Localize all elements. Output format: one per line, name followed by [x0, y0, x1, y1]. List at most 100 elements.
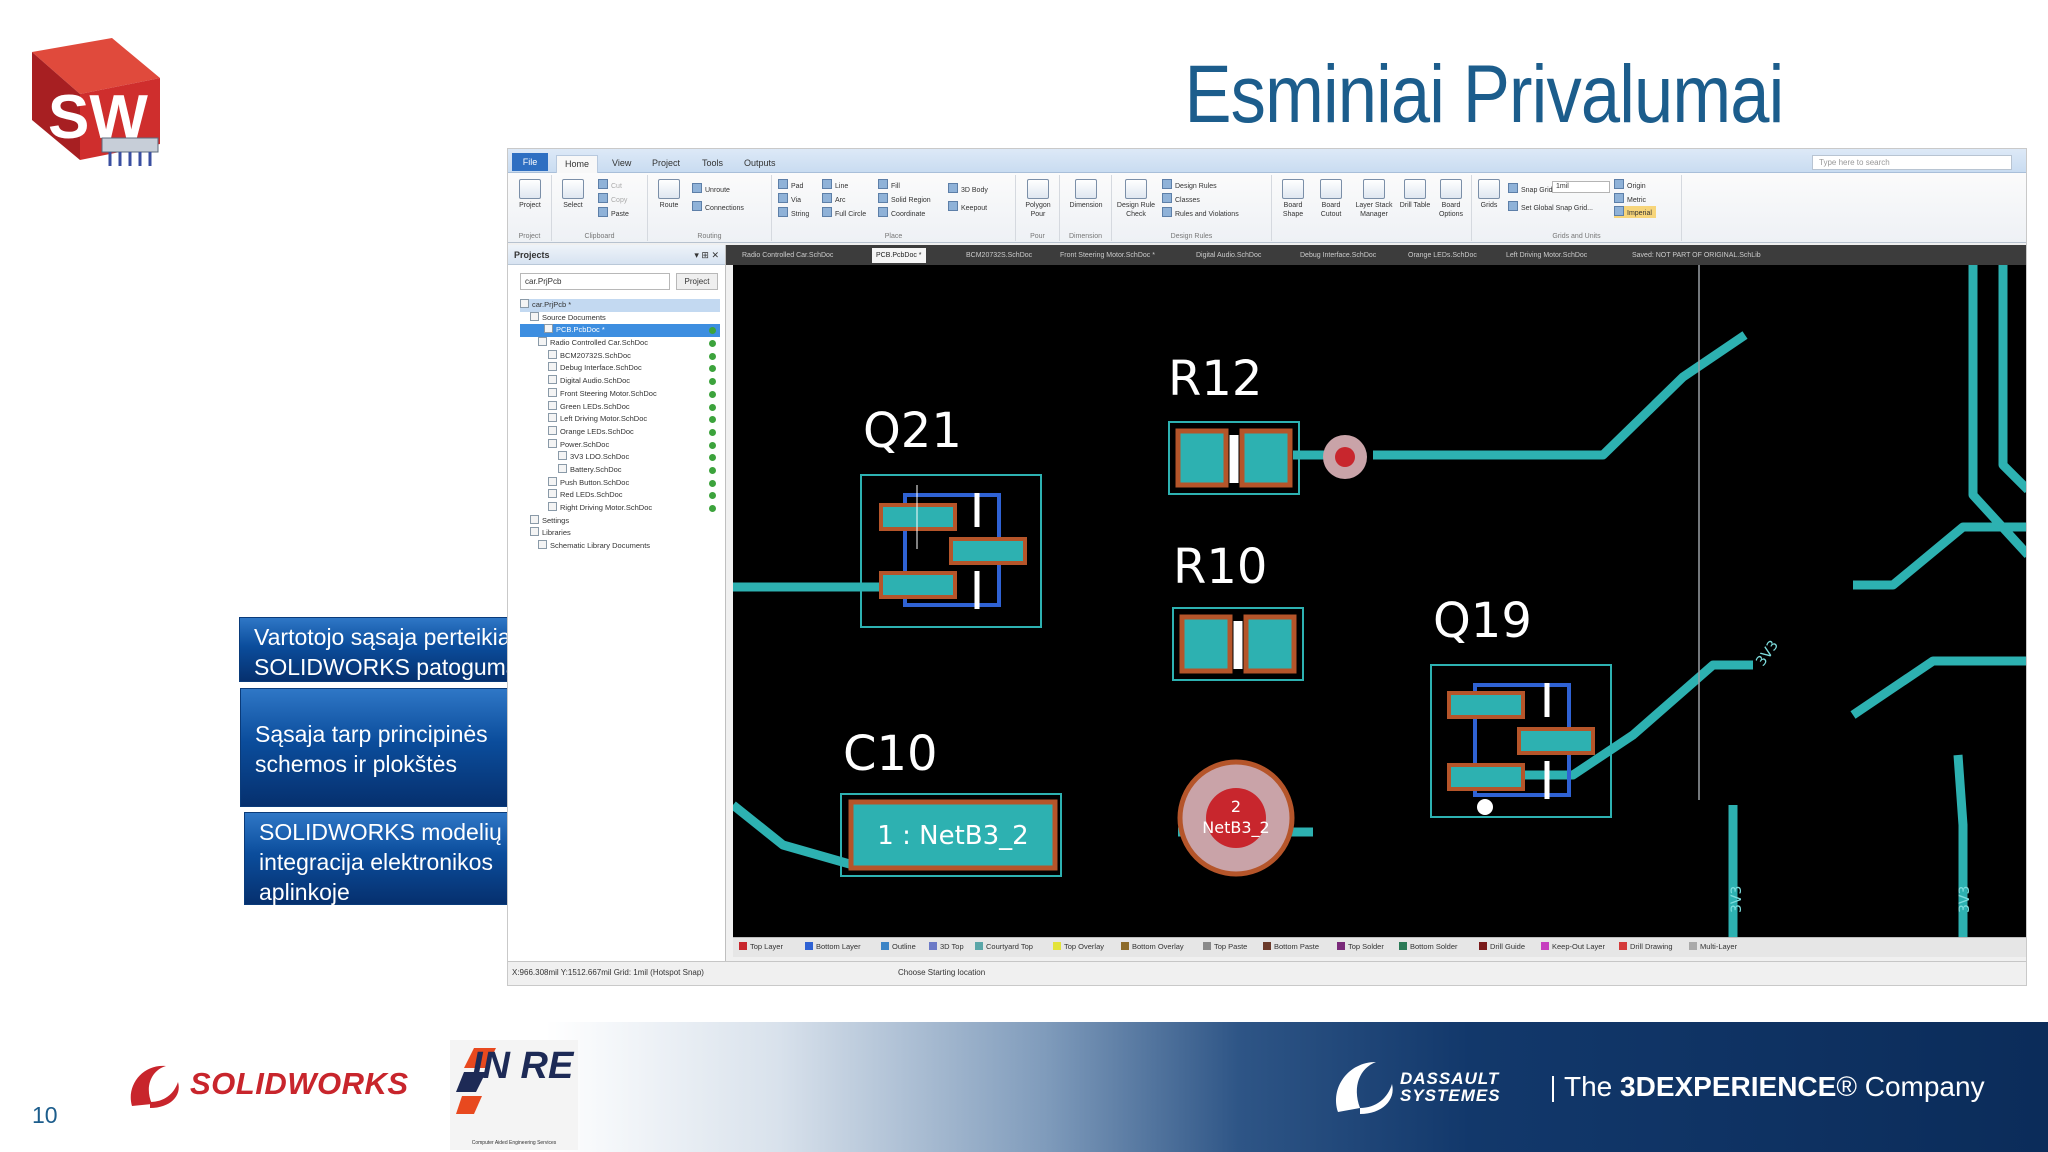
panel-controls[interactable]: ▾ ⊞ ✕ [694, 250, 719, 260]
board-shape-button[interactable]: Board Shape [1274, 179, 1312, 219]
doc-tab[interactable]: BCM20732S.SchDoc [966, 252, 1033, 259]
dimension-button[interactable]: Dimension [1067, 179, 1105, 210]
tab-file[interactable]: File [512, 153, 548, 171]
fill-button[interactable]: Fill [878, 179, 900, 191]
tree-item[interactable]: Radio Controlled Car.SchDoc [520, 337, 720, 350]
design-rule-check-button[interactable]: Design Rule Check [1114, 179, 1158, 219]
component-r10[interactable]: R10 [1172, 539, 1304, 681]
search-input[interactable]: Type here to search [1812, 155, 2012, 170]
tree-item[interactable]: Settings [520, 515, 720, 528]
via-button[interactable]: Via [778, 193, 801, 205]
board-options-button[interactable]: Board Options [1432, 179, 1470, 219]
tree-item[interactable]: Right Driving Motor.SchDoc [520, 502, 720, 515]
origin-button[interactable]: Origin [1614, 179, 1646, 191]
layer-tab[interactable]: Top Overlay [1053, 942, 1104, 952]
tree-item[interactable]: Schematic Library Documents [520, 540, 720, 553]
tree-item[interactable]: Digital Audio.SchDoc [520, 375, 720, 388]
layer-tab[interactable]: Top Solder [1337, 942, 1384, 952]
imperial-toggle[interactable]: Imperial [1614, 206, 1656, 218]
layer-tab[interactable]: Outline [881, 942, 916, 952]
tab-tools[interactable]: Tools [702, 158, 724, 168]
tree-item[interactable]: car.PrjPcb * [520, 299, 720, 312]
metric-toggle[interactable]: Metric [1614, 193, 1646, 205]
layer-tab[interactable]: Top Paste [1203, 942, 1247, 952]
component-c10[interactable]: 1 : NetB3_2 C10 [840, 726, 1062, 877]
rules-violations-button[interactable]: Rules and Violations [1162, 207, 1239, 219]
layer-tab[interactable]: Bottom Paste [1263, 942, 1319, 952]
tree-item[interactable]: Orange LEDs.SchDoc [520, 426, 720, 439]
tree-item[interactable]: 3V3 LDO.SchDoc [520, 451, 720, 464]
tab-view[interactable]: View [612, 158, 632, 168]
doc-tab[interactable]: Saved: NOT PART OF ORIGINAL.SchLib [1632, 252, 1761, 259]
classes-button[interactable]: Classes [1162, 193, 1200, 205]
through-hole-pad[interactable]: 2 NetB3_2 [1177, 759, 1295, 877]
design-rules-button[interactable]: Design Rules [1162, 179, 1217, 191]
doc-tab-active[interactable]: PCB.PcbDoc * [872, 248, 926, 263]
solid-region-button[interactable]: Solid Region [878, 193, 931, 205]
tab-home[interactable]: Home [556, 155, 599, 173]
unroute-button[interactable]: Unroute [692, 183, 730, 195]
tree-item[interactable]: Power.SchDoc [520, 439, 720, 452]
layer-tab[interactable]: Bottom Solder [1399, 942, 1458, 952]
pcb-canvas[interactable]: R12 Q21 R [733, 265, 2027, 937]
grids-button[interactable]: Grids [1474, 179, 1504, 210]
doc-tab[interactable]: Orange LEDs.SchDoc [1408, 252, 1477, 259]
snap-grid-select[interactable]: 1mil [1552, 181, 1610, 193]
3d-body-button[interactable]: 3D Body [948, 183, 988, 195]
tab-outputs[interactable]: Outputs [744, 158, 776, 168]
layer-tab[interactable]: Multi-Layer [1689, 942, 1737, 952]
pad-button[interactable]: Pad [778, 179, 803, 191]
tree-item[interactable]: Source Documents [520, 312, 720, 325]
tree-item[interactable]: Left Driving Motor.SchDoc [520, 413, 720, 426]
full-circle-button[interactable]: Full Circle [822, 207, 866, 219]
keepout-button[interactable]: Keepout [948, 201, 987, 213]
layer-tab[interactable]: Drill Drawing [1619, 942, 1673, 952]
paste-button[interactable]: Paste [598, 207, 629, 219]
polygon-pour-button[interactable]: Polygon Pour [1019, 179, 1057, 219]
doc-tab[interactable]: Debug Interface.SchDoc [1300, 252, 1377, 259]
string-button[interactable]: String [778, 207, 809, 219]
drill-table-button[interactable]: Drill Table [1396, 179, 1434, 210]
project-filter-input[interactable]: car.PrjPcb [520, 273, 670, 290]
set-global-snap-grid-button[interactable]: Set Global Snap Grid... [1508, 201, 1593, 213]
connections-button[interactable]: Connections [692, 201, 744, 213]
component-r12[interactable]: R12 [1168, 351, 1300, 495]
arc-button[interactable]: Arc [822, 193, 846, 205]
layer-tab[interactable]: 3D Top [929, 942, 964, 952]
layer-tab[interactable]: Bottom Overlay [1121, 942, 1184, 952]
board-options-icon [1440, 179, 1462, 199]
doc-tab[interactable]: Front Steering Motor.SchDoc * [1060, 252, 1155, 259]
component-q21[interactable]: Q21 [860, 403, 1042, 628]
tree-item[interactable]: Libraries [520, 527, 720, 540]
tab-project[interactable]: Project [652, 158, 681, 168]
component-q19[interactable]: Q19 [1430, 593, 1612, 818]
tree-item[interactable]: BCM20732S.SchDoc [520, 350, 720, 363]
doc-tab[interactable]: Left Driving Motor.SchDoc [1506, 252, 1588, 259]
doc-tab[interactable]: Radio Controlled Car.SchDoc [742, 252, 834, 259]
route-button[interactable]: Route [650, 179, 688, 210]
tree-item[interactable]: Front Steering Motor.SchDoc [520, 388, 720, 401]
coordinate-button[interactable]: Coordinate [878, 207, 925, 219]
layer-tab[interactable]: Courtyard Top [975, 942, 1033, 952]
tree-item[interactable]: PCB.PcbDoc * [520, 324, 720, 338]
cut-button[interactable]: Cut [598, 179, 622, 191]
project-button[interactable]: Project [676, 273, 718, 290]
tree-item[interactable]: Green LEDs.SchDoc [520, 401, 720, 414]
project-button[interactable]: Project [511, 179, 549, 210]
layer-tab[interactable]: Drill Guide [1479, 942, 1525, 952]
tree-item[interactable]: Push Button.SchDoc [520, 477, 720, 490]
layer-stack-button[interactable]: Layer Stack Manager [1352, 179, 1396, 219]
pcb-drawing[interactable]: R12 Q21 R [733, 265, 2027, 937]
layer-swatch-icon [975, 942, 983, 950]
tree-item[interactable]: Red LEDs.SchDoc [520, 489, 720, 502]
tree-item[interactable]: Battery.SchDoc [520, 464, 720, 477]
select-button[interactable]: Select [554, 179, 592, 210]
board-cutout-button[interactable]: Board Cutout [1312, 179, 1350, 219]
layer-tab[interactable]: Bottom Layer [805, 942, 861, 952]
doc-tab[interactable]: Digital Audio.SchDoc [1196, 252, 1262, 259]
layer-tab[interactable]: Keep-Out Layer [1541, 942, 1605, 952]
copy-button[interactable]: Copy [598, 193, 627, 205]
line-button[interactable]: Line [822, 179, 848, 191]
tree-item[interactable]: Debug Interface.SchDoc [520, 362, 720, 375]
layer-tab-top[interactable]: Top Layer [739, 942, 783, 952]
